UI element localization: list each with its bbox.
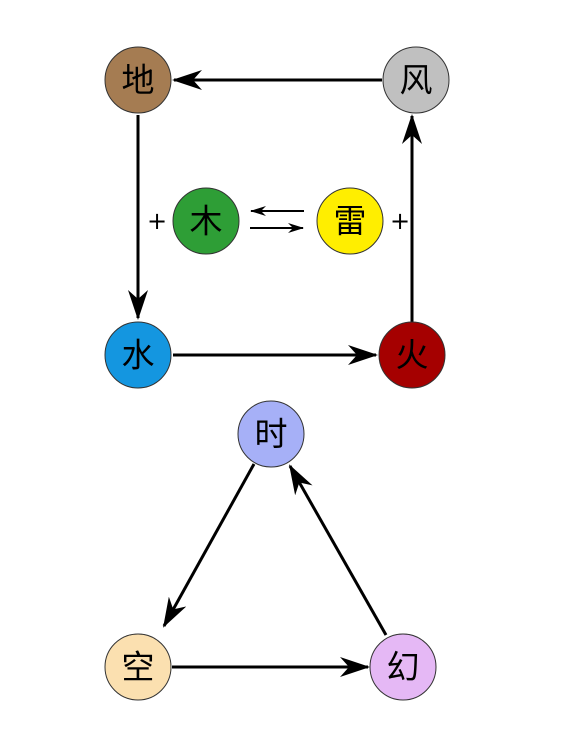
node-fire: 火 xyxy=(378,321,446,389)
node-water: 水 xyxy=(104,321,172,389)
node-illusion: 幻 xyxy=(369,633,437,701)
node-wind: 风 xyxy=(382,46,450,114)
node-thunder: 雷 xyxy=(316,187,384,255)
svg-text:空: 空 xyxy=(122,648,155,687)
node-time: 时 xyxy=(237,400,305,468)
node-space: 空 xyxy=(104,633,172,701)
node-earth: 地 xyxy=(104,46,172,114)
svg-text:雷: 雷 xyxy=(334,202,367,241)
arrow-time-to-space xyxy=(162,463,256,628)
svg-text:时: 时 xyxy=(255,415,288,454)
svg-text:幻: 幻 xyxy=(387,648,420,687)
svg-text:水: 水 xyxy=(122,336,155,375)
plus-sign-left: + xyxy=(147,207,167,235)
svg-text:风: 风 xyxy=(400,61,433,100)
node-wood: 木 xyxy=(172,187,240,255)
svg-text:地: 地 xyxy=(122,61,155,100)
plus-sign-right: + xyxy=(390,207,410,235)
svg-text:火: 火 xyxy=(396,336,429,375)
svg-text:木: 木 xyxy=(190,202,223,241)
arrow-illusion-to-time xyxy=(288,464,388,636)
